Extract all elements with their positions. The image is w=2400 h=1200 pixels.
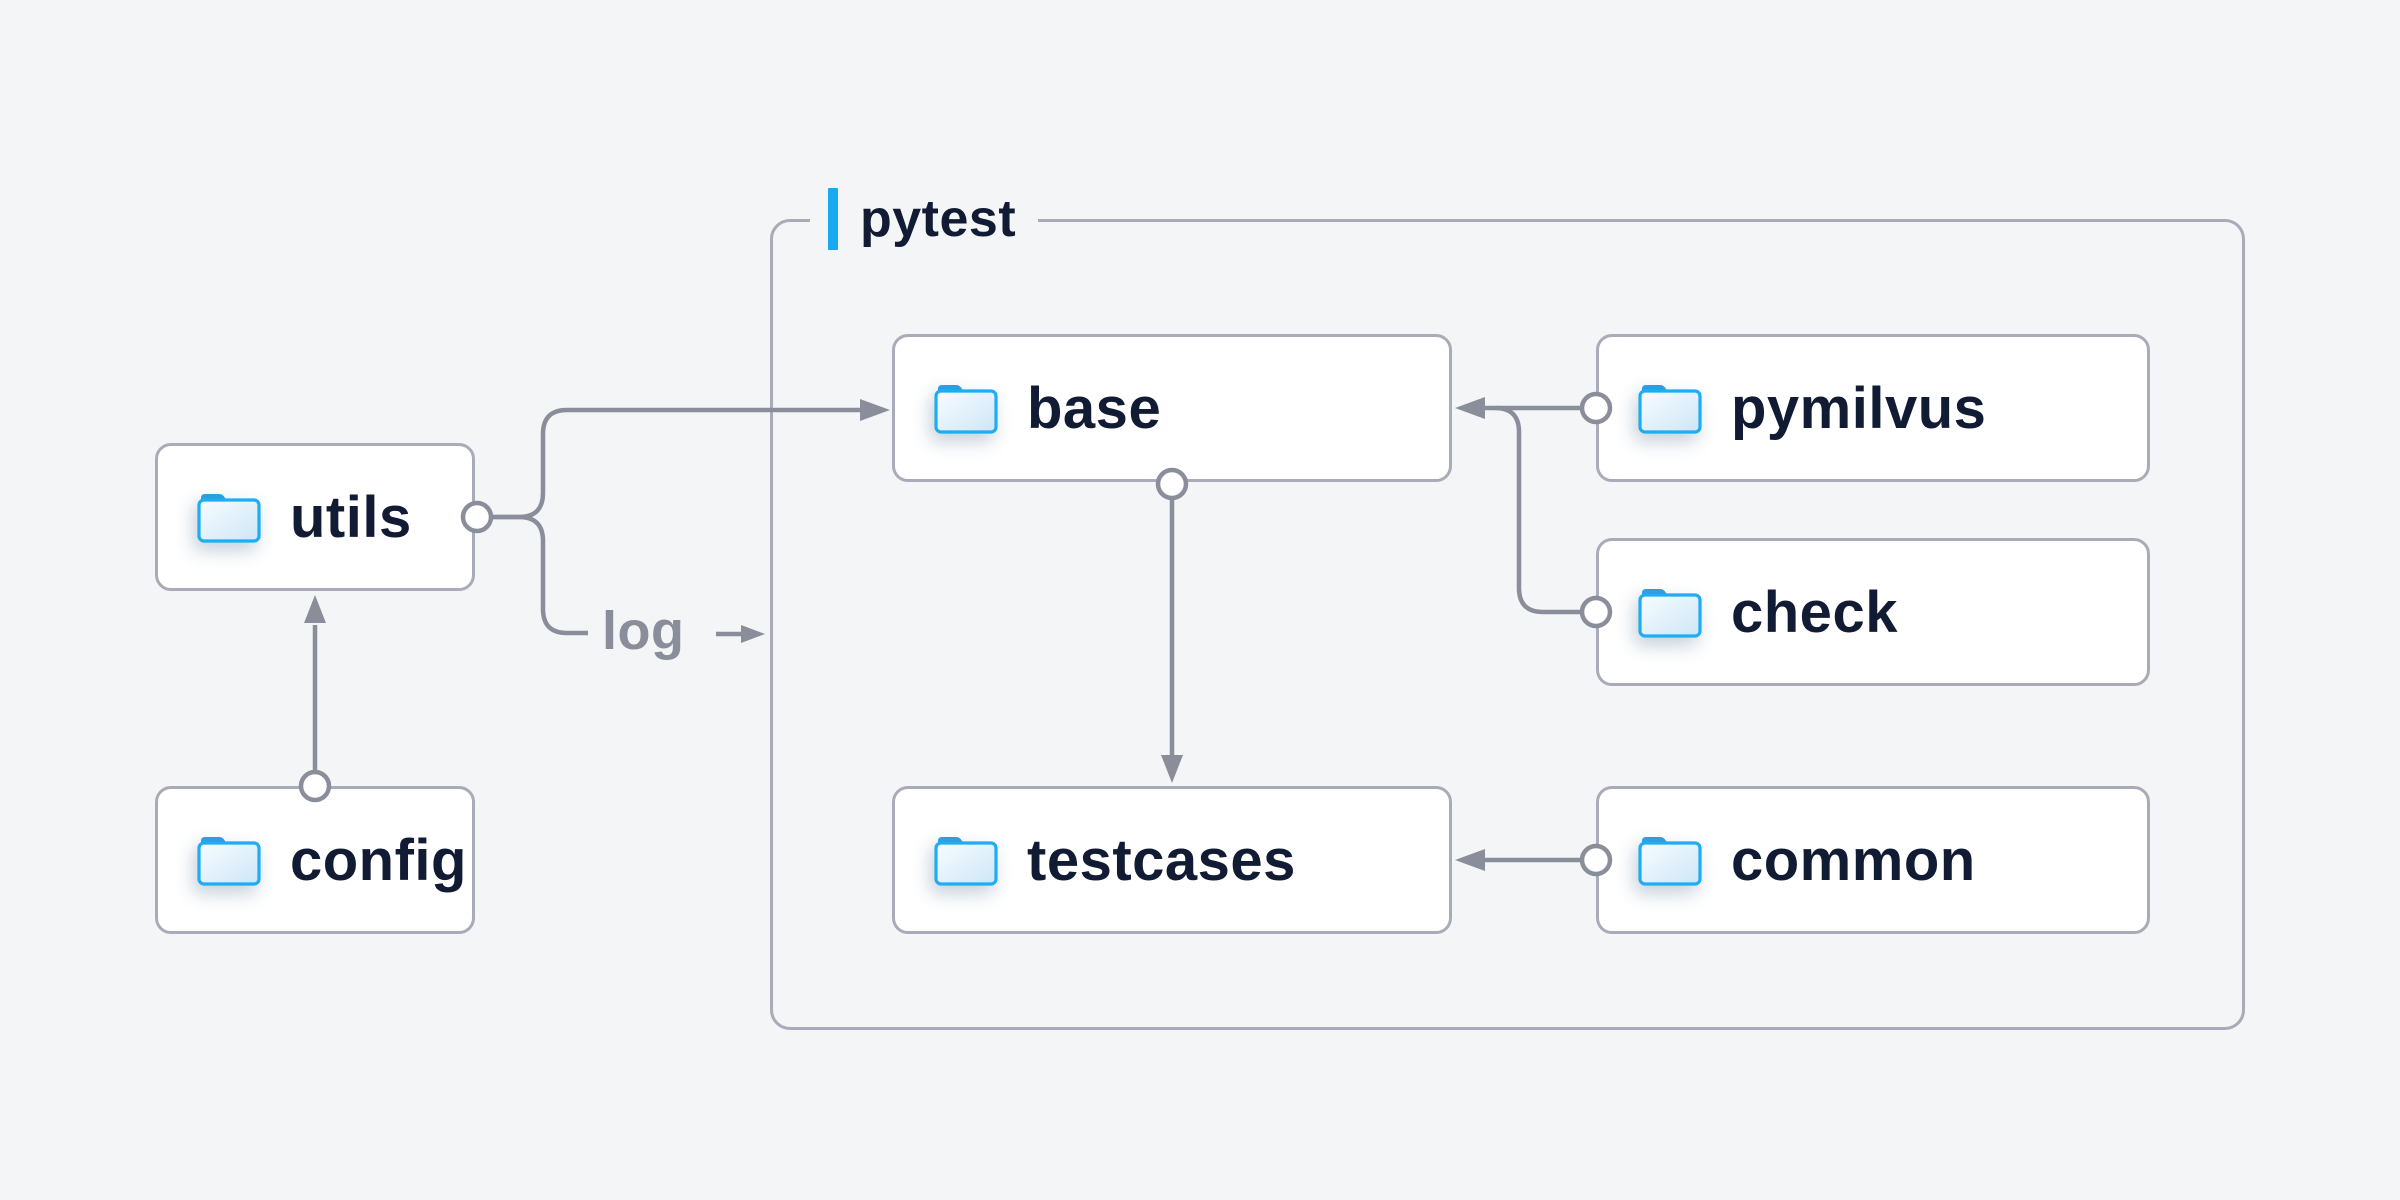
node-config: config (155, 786, 475, 934)
group-title: pytest (860, 190, 1017, 248)
folder-icon (197, 494, 261, 543)
node-label: base (1027, 375, 1162, 441)
node-label: common (1731, 827, 1976, 893)
node-pymilvus: pymilvus (1596, 334, 2150, 482)
node-label: utils (290, 484, 412, 550)
edge-utils-log (491, 514, 588, 636)
folder-icon (934, 385, 998, 434)
folder-icon (1638, 589, 1702, 638)
arrowhead-config-utils (304, 595, 326, 623)
node-label: check (1731, 579, 1898, 645)
node-label: pymilvus (1731, 375, 1987, 441)
folder-icon (1638, 385, 1702, 434)
node-utils: utils (155, 443, 475, 591)
node-common: common (1596, 786, 2150, 934)
folder-icon (1638, 837, 1702, 886)
pytest-group-label: pytest (810, 186, 1039, 252)
folder-icon (197, 837, 261, 886)
pytest-group (770, 219, 2245, 1030)
folder-icon (934, 837, 998, 886)
node-check: check (1596, 538, 2150, 686)
log-arrow-icon (741, 625, 765, 643)
accent-bar (828, 188, 838, 250)
node-base: base (892, 334, 1452, 482)
node-label: config (290, 827, 467, 893)
log-edge-label: log (602, 601, 685, 661)
node-testcases: testcases (892, 786, 1452, 934)
node-label: testcases (1027, 827, 1296, 893)
